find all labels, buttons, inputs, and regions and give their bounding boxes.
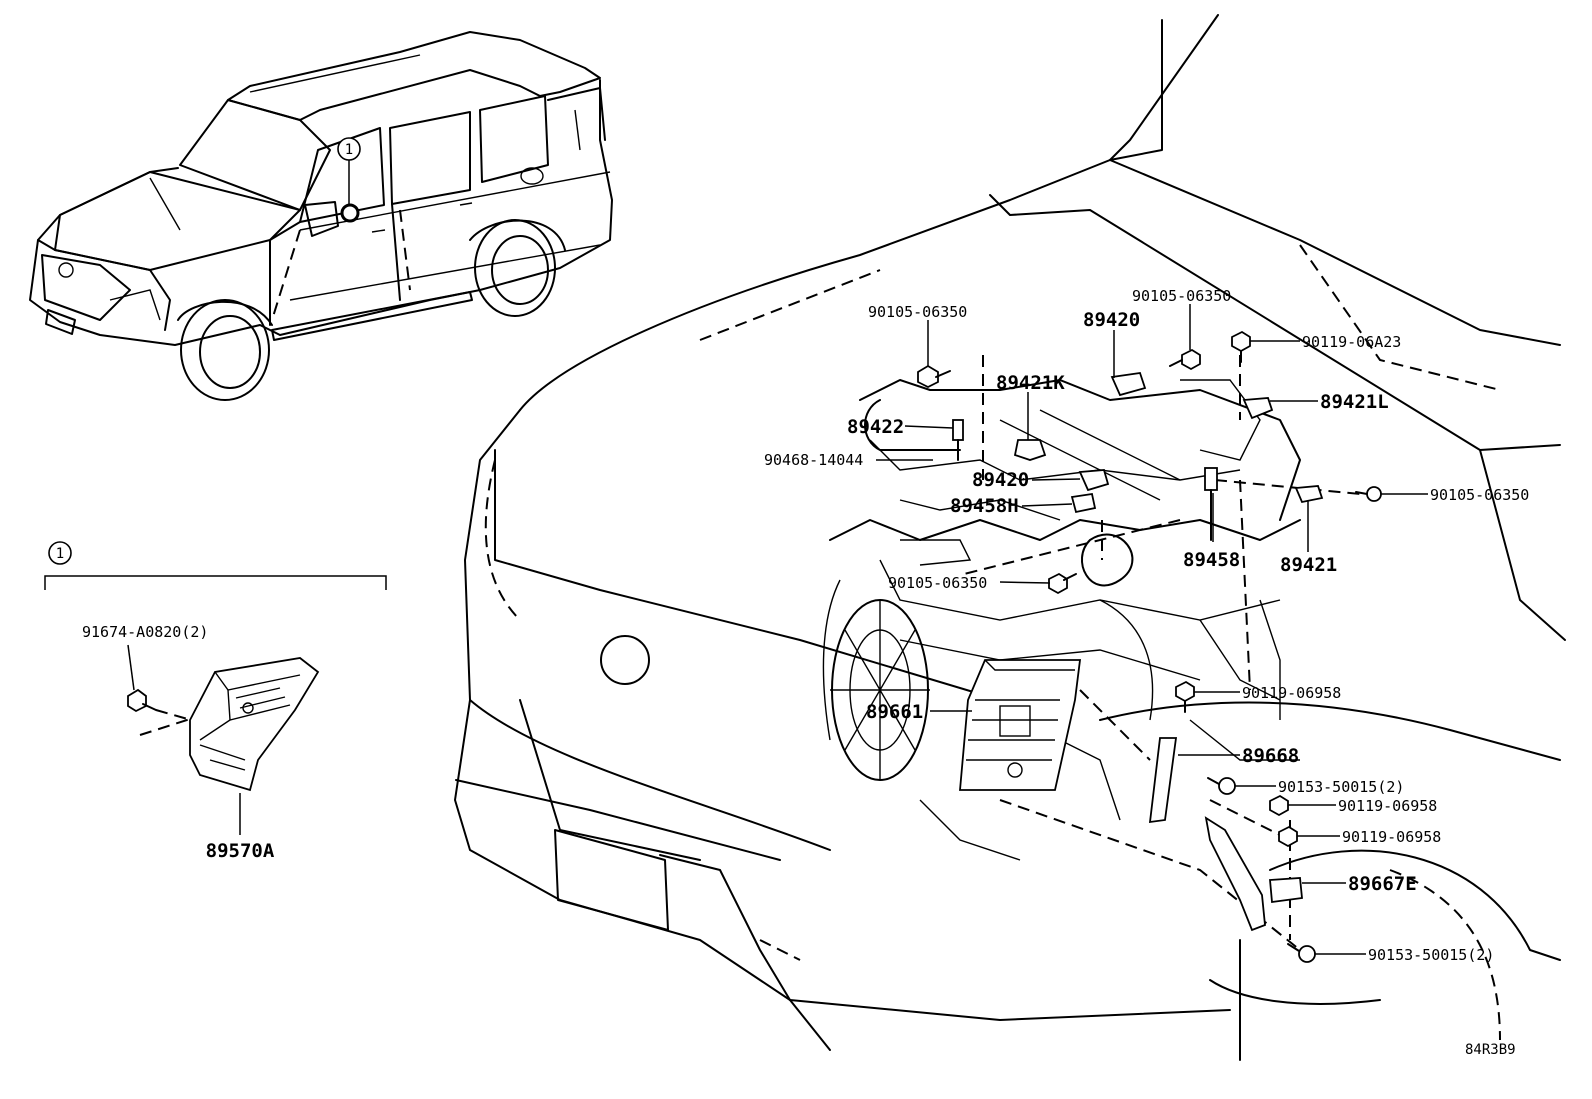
bolt-icon (1169, 348, 1201, 371)
part-label-90119-06958[interactable]: 90119-06958 (1338, 797, 1437, 815)
sensor-89422-part (952, 419, 964, 461)
bolt-icon (1355, 486, 1382, 502)
bolt-icon (1269, 794, 1289, 817)
part-label-90468-14044[interactable]: 90468-14044 (764, 451, 863, 469)
part-label-89661[interactable]: 89661 (866, 701, 923, 723)
part-label-90153-50015[interactable]: 90153-50015(2) (1278, 778, 1404, 796)
part-label-89420[interactable]: 89420 (972, 469, 1029, 491)
sensor-89420-top-part (1110, 372, 1147, 397)
leader-lines (876, 304, 1428, 955)
part-label-90119-06958[interactable]: 90119-06958 (1342, 828, 1441, 846)
part-label-90105-06350[interactable]: 90105-06350 (1430, 486, 1529, 504)
part-label-89458h[interactable]: 89458H (950, 495, 1019, 517)
bracket-89668-part (1148, 737, 1178, 824)
part-label-90105-06350[interactable]: 90105-06350 (1132, 287, 1231, 305)
part-label-90119-06958[interactable]: 90119-06958 (1242, 684, 1341, 702)
part-label-89668[interactable]: 89668 (1242, 745, 1299, 767)
bracket-89667e-part (1204, 816, 1303, 932)
part-label-91674-a0820[interactable]: 91674-A0820(2) (82, 623, 208, 641)
part-label-89421l[interactable]: 89421L (1320, 391, 1389, 413)
sensor-89421k-part (1013, 439, 1047, 461)
bolt-icon (1278, 825, 1298, 848)
sensor-89458h-part (1070, 492, 1097, 514)
part-label-90105-06350[interactable]: 90105-06350 (868, 303, 967, 321)
part-label-89421[interactable]: 89421 (1280, 554, 1337, 576)
part-label-90119-06a23[interactable]: 90119-06A23 (1302, 333, 1401, 351)
bolt-icon (1287, 943, 1316, 963)
sensor-89458-part (1204, 467, 1218, 541)
bolt-icon (1207, 777, 1236, 795)
engine-bay-illustration (454, 14, 1566, 1061)
part-label-89422[interactable]: 89422 (847, 416, 904, 438)
part-label-89421k[interactable]: 89421K (996, 372, 1065, 394)
inset-marker-circle (48, 541, 72, 565)
part-label-89420[interactable]: 89420 (1083, 309, 1140, 331)
part-label-89667e[interactable]: 89667E (1348, 873, 1417, 895)
bolt-icon (1048, 572, 1077, 595)
part-label-89570a[interactable]: 89570A (206, 840, 275, 862)
inset-1 (44, 541, 387, 835)
part-label-90153-50015[interactable]: 90153-50015(2) (1368, 946, 1494, 964)
part-label-89458[interactable]: 89458 (1183, 549, 1240, 571)
module-89570a-part (189, 657, 320, 792)
bolt-icon (1231, 330, 1251, 363)
part-label-90105-06350[interactable]: 90105-06350 (888, 574, 987, 592)
sensor-89421l-part (1242, 397, 1274, 420)
sensor-89420-mid-part (1078, 469, 1110, 492)
module-location-marker (340, 203, 360, 223)
bolt-icon (917, 364, 951, 389)
inset-marker-number: 1 (56, 546, 64, 562)
ecu-89661-part (959, 659, 1082, 791)
bolt-icon (1175, 680, 1195, 713)
bolt-icon (127, 688, 157, 713)
vehicle-overview-illustration (29, 31, 613, 401)
sensor-89421-part (1294, 485, 1324, 504)
engine-parts (917, 330, 1382, 963)
diagram-code: 84R3B9 (1465, 1042, 1516, 1058)
callout-number: 1 (345, 142, 353, 158)
